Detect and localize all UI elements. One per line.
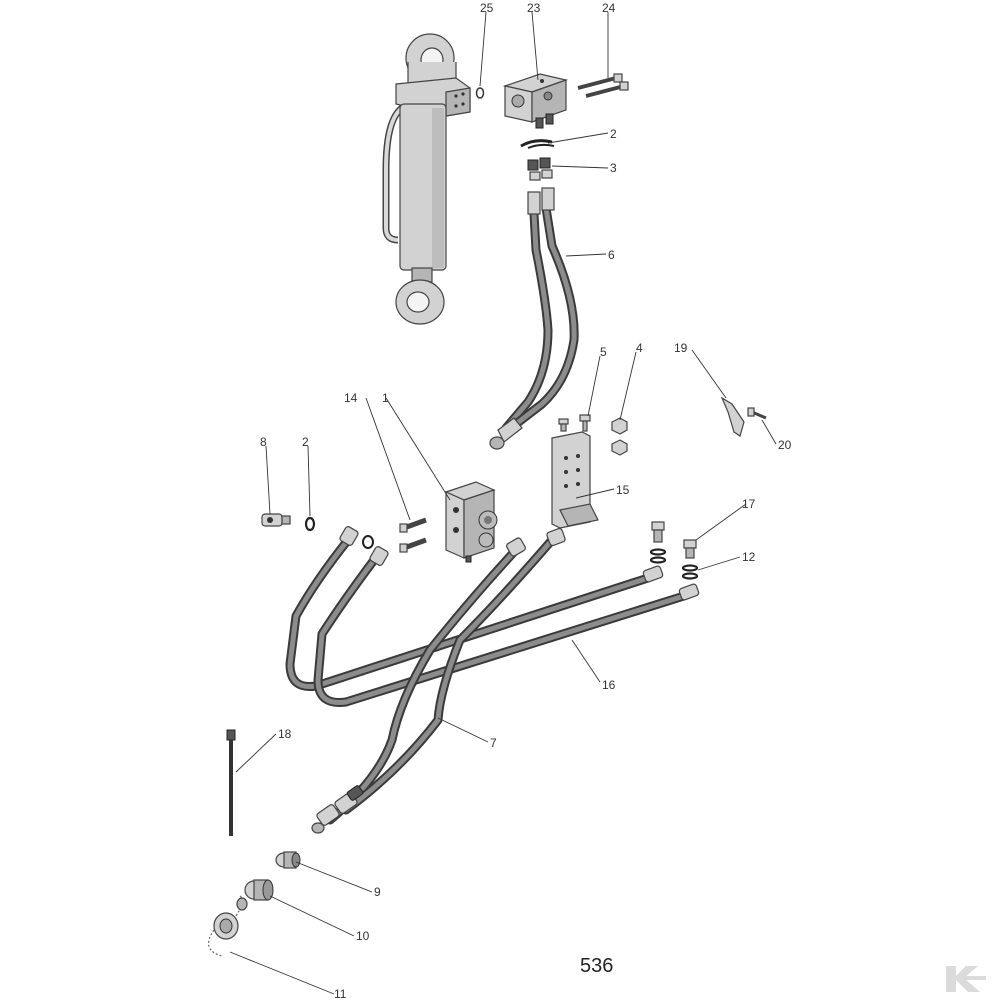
part-20-pin <box>747 407 767 420</box>
part-24-bolts <box>577 73 629 98</box>
callout-6: 6 <box>608 248 615 262</box>
part-3-adapters <box>527 157 553 181</box>
callout-17: 17 <box>742 497 756 511</box>
page-number: 536 <box>580 955 613 977</box>
callout-3: 3 <box>610 161 617 175</box>
part-8-banjo <box>261 513 291 527</box>
part-10-coupling <box>244 879 274 901</box>
part-16-hoses <box>285 526 700 708</box>
callout-16: 16 <box>602 678 616 692</box>
callout-18: 18 <box>278 727 292 741</box>
brand-logo-icon <box>946 966 986 992</box>
part-9-coupling <box>275 851 301 869</box>
part-18-cable-tie <box>226 729 236 836</box>
part-5-screw <box>558 414 591 432</box>
part-12-seals <box>649 548 699 580</box>
callout-7: 7 <box>490 736 497 750</box>
callout-1: 1 <box>382 391 389 405</box>
part-11-dust-cap <box>207 895 248 957</box>
callout-12: 12 <box>742 550 756 564</box>
callout-5: 5 <box>600 345 607 359</box>
part-19-clip <box>720 396 745 437</box>
part-1-valve-block <box>444 481 498 563</box>
callout-9: 9 <box>374 885 381 899</box>
leader-lines <box>229 11 777 995</box>
part-6-hoses <box>489 187 579 450</box>
callouts: 25 23 24 2 3 6 5 4 19 20 14 1 15 8 2 17 … <box>260 1 792 1000</box>
callout-10: 10 <box>356 929 370 943</box>
part-7-hoses <box>311 527 566 834</box>
callout-15: 15 <box>616 483 630 497</box>
callout-23: 23 <box>527 1 541 15</box>
part-25-ring <box>475 87 485 99</box>
callout-24: 24 <box>602 1 616 15</box>
part-15-bracket <box>551 431 599 529</box>
callout-4: 4 <box>636 341 643 355</box>
callout-19: 19 <box>674 341 688 355</box>
part-17-fittings <box>651 521 697 559</box>
callout-25: 25 <box>480 1 494 15</box>
part-2-seal-left <box>304 516 316 532</box>
part-2-seal-top <box>520 139 555 149</box>
part-23-valve-block <box>502 73 569 129</box>
callout-8: 8 <box>260 435 267 449</box>
part-14-bolts <box>399 517 427 553</box>
callout-14: 14 <box>344 391 358 405</box>
callout-2-left: 2 <box>302 435 309 449</box>
callout-11: 11 <box>334 987 347 1000</box>
hydraulic-cylinder <box>382 33 471 325</box>
callout-20: 20 <box>778 438 792 452</box>
part-4-nut <box>611 417 628 456</box>
callout-2-top: 2 <box>610 127 617 141</box>
